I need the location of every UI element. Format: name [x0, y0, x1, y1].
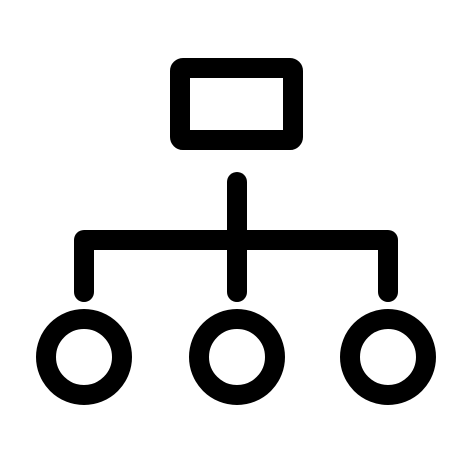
child-node-center	[189, 309, 285, 405]
parent-node-box	[170, 58, 303, 150]
branch-bar	[74, 230, 398, 302]
child-node-right	[340, 309, 436, 405]
child-node-left	[36, 309, 132, 405]
